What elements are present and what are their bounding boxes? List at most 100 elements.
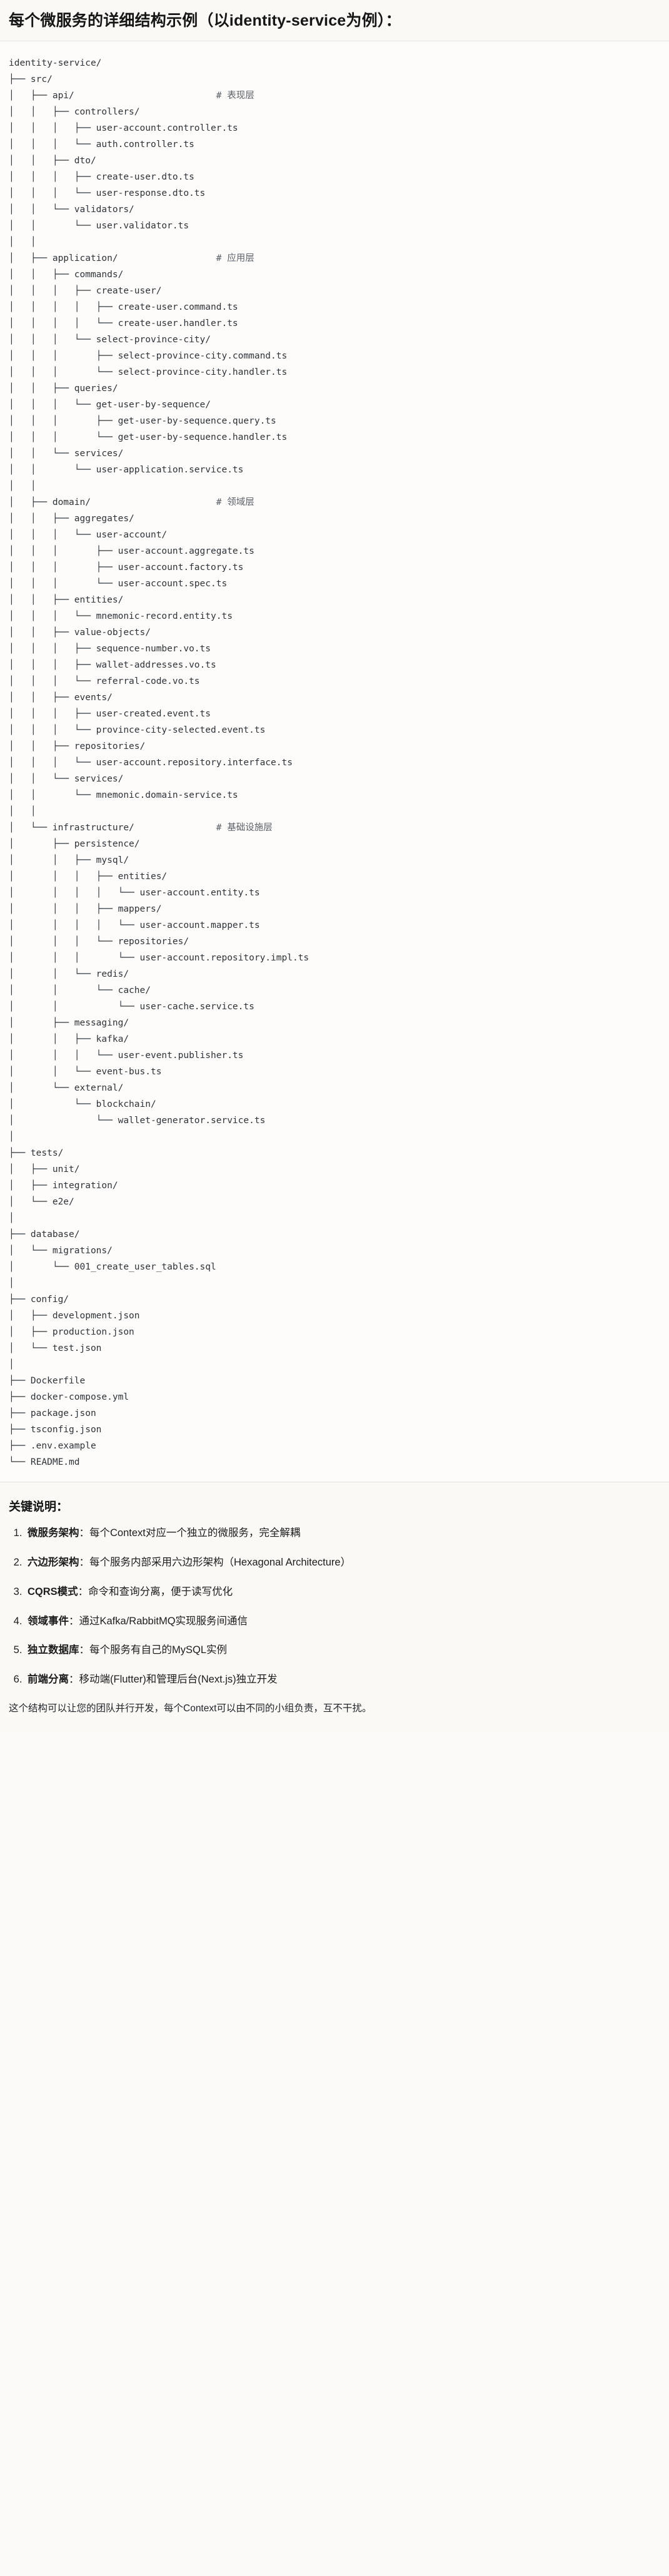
key-note-text: ：每个服务内部采用六边形架构（Hexagonal Architecture） (79, 1557, 351, 1568)
tree-row: │ │ │ └── auth.controller.ts (9, 140, 194, 150)
key-note-lead: 微服务架构 (28, 1527, 79, 1539)
tree-row: │ └── external/ (9, 1083, 124, 1094)
tree-row: │ │ └── user-application.service.ts (9, 465, 244, 476)
tree-row: │ │ ├── queries/ (9, 384, 118, 394)
tree-row: │ │ ├── entities/ (9, 595, 124, 606)
tree-row: │ │ ├── aggregates/ (9, 514, 134, 524)
tree-row: │ │ │ └── get-user-by-sequence/ (9, 400, 211, 410)
tree-row: │ └── test.json (9, 1343, 102, 1354)
key-notes-block: 关键说明： 微服务架构：每个Context对应一个独立的微服务，完全解耦六边形架… (0, 1482, 669, 1733)
tree-row: │ │ ├── commands/ (9, 270, 124, 280)
tree-row: │ │ └── cache/ (9, 985, 151, 996)
tree-row: │ │ └── event-bus.ts (9, 1067, 162, 1077)
tree-row: │ │ │ └── mnemonic-record.entity.ts (9, 611, 233, 622)
tree-row-comment: # 表现层 (216, 91, 254, 101)
tree-row: ├── src/ (9, 74, 53, 85)
tree-row: │ │ │ │ └── create-user.handler.ts (9, 318, 238, 329)
tree-row: │ │ │ ├── create-user.dto.ts (9, 172, 194, 183)
tree-row: │ (9, 1132, 14, 1143)
tree-row: │ │ │ ├── create-user/ (9, 286, 162, 297)
tree-row: │ │ │ └── referral-code.vo.ts (9, 676, 200, 687)
tree-row: │ │ │ ├── get-user-by-sequence.query.ts (9, 416, 276, 427)
directory-tree-text: identity-service/ ├── src/ │ ├── api/ # 表现… (9, 55, 660, 1470)
page-root: 每个微服务的详细结构示例（以identity-service为例）： ident… (0, 0, 669, 1733)
tree-row: │ │ ├── dto/ (9, 156, 96, 166)
page-title: 每个微服务的详细结构示例（以identity-service为例）： (9, 12, 401, 29)
tree-row: │ ├── development.json (9, 1311, 140, 1321)
key-note-text: ：每个服务有自己的MySQL实例 (79, 1644, 228, 1656)
tree-row: │ │ │ └── user-account.repository.interf… (9, 758, 293, 768)
key-notes-title: 关键说明： (9, 1500, 69, 1514)
tree-row: │ └── migrations/ (9, 1246, 113, 1256)
tree-row: │ ├── persistence/ (9, 839, 140, 850)
tree-row: │ │ ├── mysql/ (9, 855, 129, 866)
key-note-item: 微服务架构：每个Context对应一个独立的微服务，完全解耦 (25, 1525, 660, 1541)
tree-row: │ │ │ └── user-account/ (9, 530, 168, 541)
tree-row: │ │ └── user-cache.service.ts (9, 1002, 254, 1012)
tree-row: │ │ │ └── get-user-by-sequence.handler.t… (9, 432, 288, 443)
tree-row: ├── .env.example (9, 1441, 96, 1452)
tree-row: │ │ │ │ ├── create-user.command.ts (9, 302, 238, 313)
tree-row: │ ├── integration/ (9, 1181, 118, 1191)
tree-row: │ │ │ ├── entities/ (9, 872, 168, 882)
key-note-item: 独立数据库：每个服务有自己的MySQL实例 (25, 1642, 660, 1658)
key-note-item: 领域事件：通过Kafka/RabbitMQ实现服务间通信 (25, 1614, 660, 1629)
key-note-text: ：命令和查询分离，便于读写优化 (78, 1586, 233, 1597)
tree-row: ├── tests/ (9, 1148, 64, 1159)
tree-row: │ └── wallet-generator.service.ts (9, 1116, 266, 1126)
tree-row: │ │ │ └── province-city-selected.event.t… (9, 725, 266, 736)
key-note-lead: 独立数据库 (28, 1644, 79, 1656)
title-bar: 每个微服务的详细结构示例（以identity-service为例）： (0, 0, 669, 42)
key-note-lead: CQRS模式 (28, 1586, 78, 1597)
directory-tree-block: identity-service/ ├── src/ │ ├── api/ # 表现… (0, 41, 669, 1482)
tree-row: ├── tsconfig.json (9, 1425, 102, 1435)
tree-row: │ │ │ │ └── user-account.mapper.ts (9, 920, 260, 931)
key-note-lead: 六边形架构 (28, 1557, 79, 1568)
tree-row: │ (9, 1278, 14, 1289)
tree-row: identity-service/ (9, 58, 102, 69)
tree-row: │ │ (9, 237, 36, 248)
tree-row: ├── package.json (9, 1408, 96, 1419)
tree-row: │ │ ├── repositories/ (9, 741, 146, 752)
key-note-item: 前端分离：移动端(Flutter)和管理后台(Next.js)独立开发 (25, 1672, 660, 1688)
tree-row: │ │ └── services/ (9, 449, 124, 459)
tree-row: │ │ │ ├── sequence-number.vo.ts (9, 644, 211, 654)
key-note-text: ：每个Context对应一个独立的微服务，完全解耦 (79, 1527, 301, 1539)
tree-row: │ │ │ ├── select-province-city.command.t… (9, 351, 288, 362)
tree-row: ├── docker-compose.yml (9, 1392, 129, 1403)
closing-paragraph: 这个结构可以让您的团队并行开发，每个Context可以由不同的小组负责，互不干扰… (9, 1703, 372, 1714)
key-notes-list: 微服务架构：每个Context对应一个独立的微服务，完全解耦六边形架构：每个服务… (9, 1525, 660, 1688)
tree-row: │ └── 001_create_user_tables.sql (9, 1262, 216, 1273)
tree-row: ├── database/ (9, 1229, 80, 1240)
tree-row: │ │ ├── controllers/ (9, 107, 140, 118)
tree-row: │ │ │ └── user-response.dto.ts (9, 188, 206, 199)
tree-row: │ │ │ └── user-account.spec.ts (9, 579, 228, 589)
tree-row: │ │ (9, 481, 36, 492)
tree-row: │ │ └── user.validator.ts (9, 221, 189, 232)
tree-row: └── README.md (9, 1457, 80, 1468)
key-note-item: 六边形架构：每个服务内部采用六边形架构（Hexagonal Architectu… (25, 1555, 660, 1571)
tree-row: │ │ └── mnemonic.domain-service.ts (9, 790, 238, 801)
tree-row: │ │ ├── events/ (9, 693, 113, 703)
tree-row: │ │ │ └── select-province-city/ (9, 335, 211, 345)
key-note-lead: 领域事件 (28, 1615, 69, 1627)
tree-row: ├── Dockerfile (9, 1376, 86, 1387)
tree-row: │ │ │ ├── mappers/ (9, 904, 162, 915)
tree-row: │ │ (9, 807, 36, 817)
tree-row-comment: # 领域层 (216, 497, 254, 508)
tree-row: │ ├── domain/ # 领域层 (9, 497, 254, 508)
key-note-lead: 前端分离 (28, 1674, 69, 1685)
tree-row-comment: # 基础设施层 (216, 823, 273, 833)
tree-row: │ │ │ ├── user-account.controller.ts (9, 123, 238, 134)
tree-row: │ │ ├── value-objects/ (9, 628, 151, 638)
tree-row: │ │ │ ├── user-created.event.ts (9, 709, 211, 720)
tree-row: │ └── infrastructure/ # 基础设施层 (9, 823, 273, 833)
tree-row: │ │ │ └── user-event.publisher.ts (9, 1051, 244, 1061)
tree-row: │ ├── api/ # 表现层 (9, 91, 254, 101)
tree-row: │ ├── unit/ (9, 1164, 80, 1175)
tree-row: │ (9, 1360, 14, 1370)
tree-row: ├── config/ (9, 1295, 69, 1305)
tree-row: │ │ │ └── select-province-city.handler.t… (9, 367, 288, 378)
tree-row: │ └── blockchain/ (9, 1099, 156, 1110)
tree-row-comment: # 应用层 (216, 253, 254, 264)
